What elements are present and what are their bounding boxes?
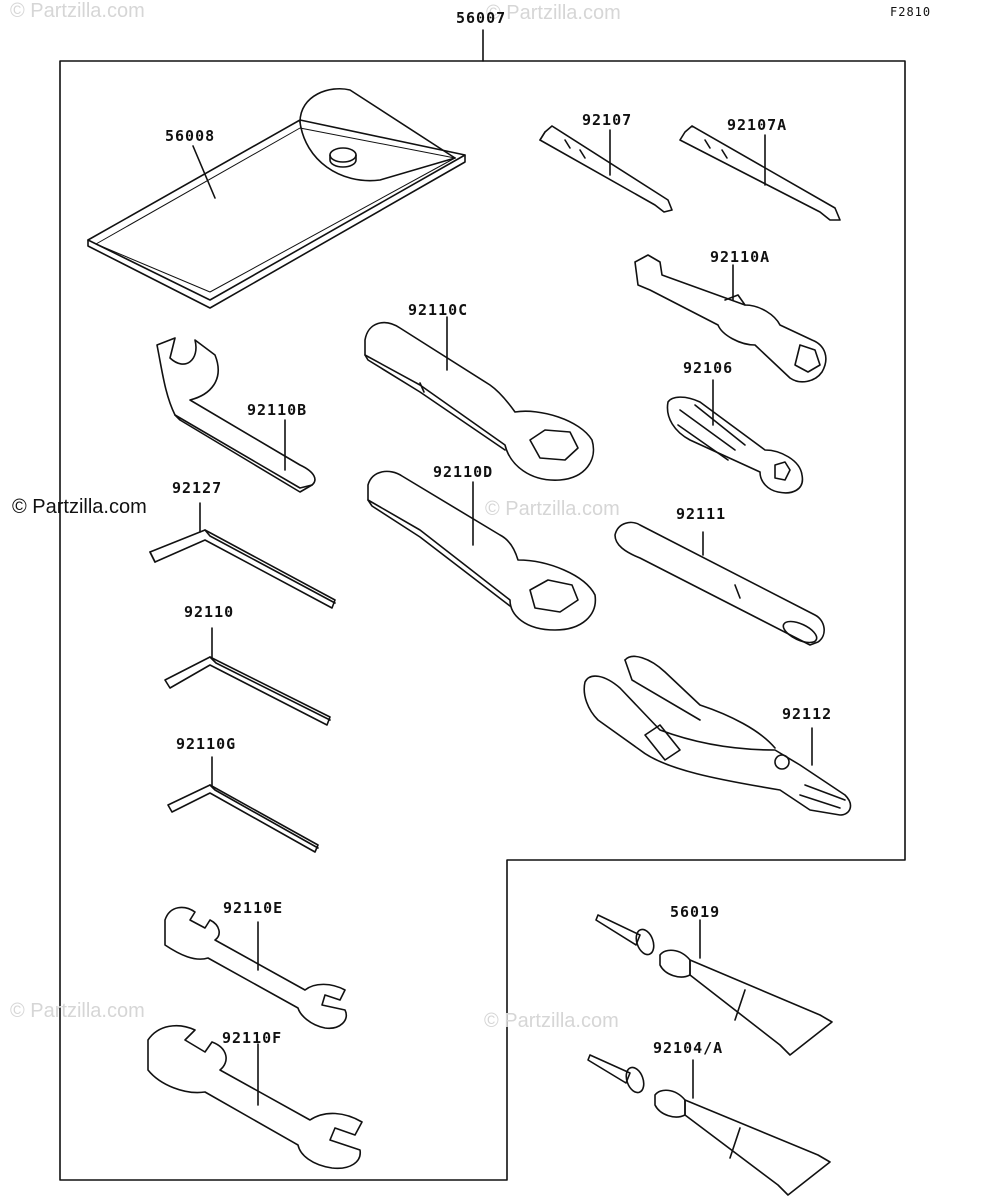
watermark-mid-center: © Partzilla.com bbox=[485, 498, 620, 520]
spark-plug-wrench-drawing bbox=[634, 254, 827, 383]
label-92112[interactable]: 92112 bbox=[782, 705, 833, 723]
label-92104a[interactable]: 92104/A bbox=[653, 1039, 724, 1057]
box-wrench-d-drawing bbox=[367, 470, 597, 631]
watermark-top-center: © Partzilla.com bbox=[486, 2, 621, 24]
label-92110e[interactable]: 92110E bbox=[223, 899, 284, 917]
label-56007[interactable]: 56007 bbox=[456, 9, 507, 27]
label-56008[interactable]: 56008 bbox=[165, 127, 216, 145]
watermark-top-left: © Partzilla.com bbox=[10, 0, 145, 22]
label-92111[interactable]: 92111 bbox=[676, 505, 727, 523]
watermark-bottom-center: © Partzilla.com bbox=[484, 1010, 619, 1032]
label-92127[interactable]: 92127 bbox=[172, 479, 223, 497]
open-wrench-f-drawing bbox=[147, 1024, 363, 1170]
screwdriver-bit-92107-drawing bbox=[539, 125, 673, 213]
grease-tube-drawing bbox=[595, 914, 833, 1056]
label-92110d[interactable]: 92110D bbox=[433, 463, 494, 481]
box-wrench-c-drawing bbox=[364, 316, 595, 481]
kit-frame bbox=[59, 60, 906, 1181]
label-92110c[interactable]: 92110C bbox=[408, 301, 469, 319]
hex-key-92110g-drawing bbox=[167, 756, 319, 853]
hex-key-92127-drawing bbox=[149, 502, 336, 609]
extension-bar-drawing bbox=[614, 521, 825, 646]
pouch-drawing bbox=[87, 88, 466, 309]
screwdriver-bit-92107a-drawing bbox=[679, 125, 841, 221]
label-92110[interactable]: 92110 bbox=[184, 603, 235, 621]
pliers-drawing bbox=[583, 655, 852, 816]
label-92106[interactable]: 92106 bbox=[683, 359, 734, 377]
open-wrench-e-drawing bbox=[164, 906, 347, 1030]
label-92110b[interactable]: 92110B bbox=[247, 401, 308, 419]
label-92110g[interactable]: 92110G bbox=[176, 735, 237, 753]
hook-wrench-drawing bbox=[156, 337, 316, 493]
bit-holder-drawing bbox=[666, 379, 804, 494]
figure-code: F2810 bbox=[890, 5, 932, 19]
label-92110f[interactable]: 92110F bbox=[222, 1029, 283, 1047]
hex-key-92110-drawing bbox=[164, 627, 331, 726]
label-92110a[interactable]: 92110A bbox=[710, 248, 771, 266]
label-92107[interactable]: 92107 bbox=[582, 111, 633, 129]
label-92107a[interactable]: 92107A bbox=[727, 116, 788, 134]
watermark-main: © Partzilla.com bbox=[12, 496, 147, 518]
label-56019[interactable]: 56019 bbox=[670, 903, 721, 921]
watermark-bottom-left: © Partzilla.com bbox=[10, 1000, 145, 1022]
sealant-tube-drawing bbox=[587, 1054, 831, 1196]
